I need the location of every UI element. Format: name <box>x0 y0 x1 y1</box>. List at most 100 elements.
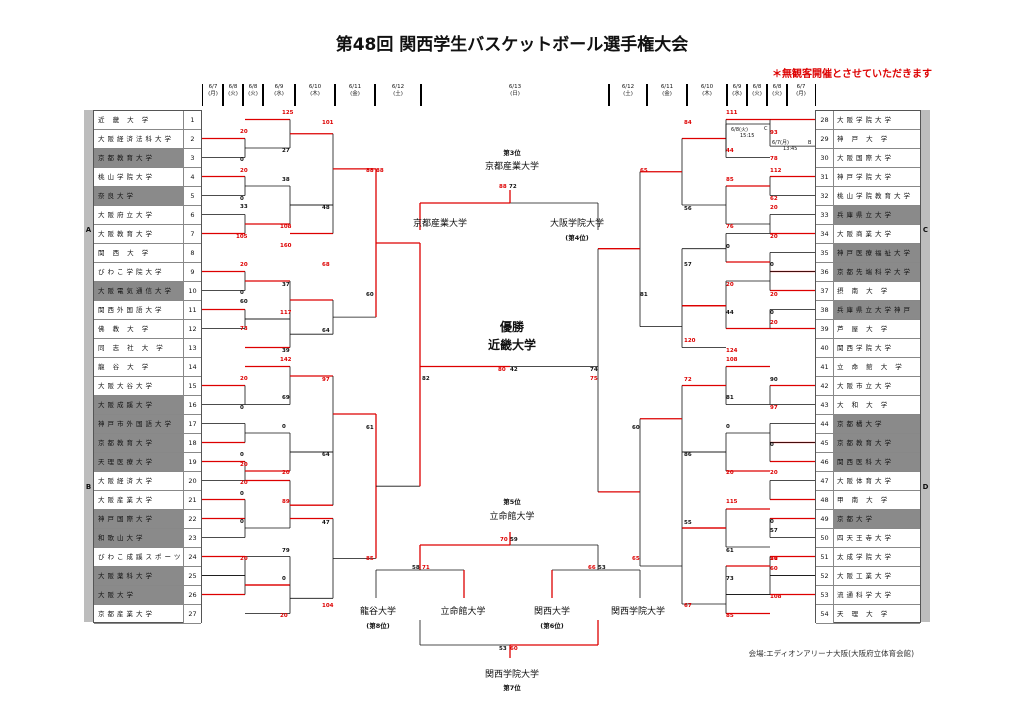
team-name: 大阪市立大学 <box>837 382 894 390</box>
team-name: 京都教育大学 <box>837 439 894 447</box>
date-text: 6/8 <box>752 84 762 90</box>
weekday-text: (月) <box>796 91 806 97</box>
team-number: 1 <box>183 111 201 129</box>
date-text: 6/8 <box>228 84 238 90</box>
score-label: 62 <box>770 196 778 202</box>
team-name: 和歌山大学 <box>98 534 146 542</box>
eighth-place-label: (第8位) <box>366 622 390 630</box>
score-label: 60 <box>240 299 248 305</box>
team-name: 芦 屋 大 学 <box>837 325 891 333</box>
score-label: 72 <box>509 184 517 190</box>
score-label: 125 <box>282 110 294 116</box>
team-name: 京都大学 <box>837 515 875 523</box>
semi-left-team: 京都産業大学 <box>412 219 467 229</box>
schedule-note: 13:45 <box>783 146 798 152</box>
team-name: 天 理 大 学 <box>837 610 891 618</box>
schedule-note: 6/8(火) <box>731 127 748 133</box>
team-number: 35 <box>816 244 834 262</box>
score-label: 82 <box>422 376 430 382</box>
team-number: 43 <box>816 396 834 414</box>
score-label: 59 <box>510 537 518 543</box>
score-label: 112 <box>770 168 782 174</box>
weekday-text: (火) <box>228 91 238 97</box>
team-number: 28 <box>816 111 834 129</box>
score-label: 73 <box>726 576 734 582</box>
weekday-text: (火) <box>248 91 258 97</box>
score-label: 72 <box>684 377 692 383</box>
team-number: 42 <box>816 377 834 395</box>
score-label: 20 <box>726 470 734 476</box>
team-name: 大阪工業大学 <box>837 572 894 580</box>
score-label: 115 <box>726 499 738 505</box>
score-label: 108 <box>280 224 292 230</box>
team-name: 神戸市外国語大学 <box>98 420 174 428</box>
team-name: 大阪大谷大学 <box>98 382 155 390</box>
team-number: 8 <box>183 244 201 262</box>
score-label: 97 <box>770 405 778 411</box>
team-name: 甲 南 大 学 <box>837 496 891 504</box>
team-number: 44 <box>816 415 834 433</box>
score-label: 0 <box>240 405 244 411</box>
team-number: 22 <box>183 510 201 528</box>
team-name: 桃山学院大学 <box>98 173 155 181</box>
score-label: 0 <box>240 157 244 163</box>
score-label: 74 <box>590 367 598 373</box>
score-label: 73 <box>240 326 248 332</box>
team-row: びわこ成蹊スポーツ大学24 <box>94 548 201 567</box>
team-number: 47 <box>816 472 834 490</box>
team-name: 大阪国際大学 <box>837 154 894 162</box>
weekday-text: (火) <box>772 91 782 97</box>
team-name: 佛 教 大 学 <box>98 325 152 333</box>
score-label: 88 <box>366 168 374 174</box>
score-label: 108 <box>770 594 782 600</box>
score-label: 38 <box>282 177 290 183</box>
date-column: 6/9(水) <box>262 84 296 106</box>
team-number: 21 <box>183 491 201 509</box>
team-number: 15 <box>183 377 201 395</box>
score-label: 20 <box>770 292 778 298</box>
team-number: 54 <box>816 605 834 623</box>
score-label: 124 <box>726 348 738 354</box>
team-number: 50 <box>816 529 834 547</box>
team-name: 神戸学院大学 <box>837 173 894 181</box>
team-number: 9 <box>183 263 201 281</box>
team-number: 34 <box>816 225 834 243</box>
score-label: 20 <box>770 470 778 476</box>
score-label: 101 <box>322 120 334 126</box>
score-label: 108 <box>726 357 738 363</box>
team-name: 流通科学大学 <box>837 591 894 599</box>
team-name: 関西医科大学 <box>837 458 894 466</box>
team-number: 38 <box>816 301 834 319</box>
team-name: 摂 南 大 学 <box>837 287 891 295</box>
place-right-team: 関西学院大学 <box>610 607 665 617</box>
score-label: 56 <box>684 206 692 212</box>
score-label: 0 <box>770 442 774 448</box>
score-label: 20 <box>770 234 778 240</box>
score-label: 65 <box>632 556 640 562</box>
team-name: 同 志 社 大 学 <box>98 344 166 352</box>
score-label: 88 <box>376 168 384 174</box>
team-number: 16 <box>183 396 201 414</box>
score-label: 0 <box>240 196 244 202</box>
team-number: 7 <box>183 225 201 243</box>
score-label: 81 <box>640 292 648 298</box>
score-label: 93 <box>770 130 778 136</box>
score-label: 20 <box>240 129 248 135</box>
team-number: 20 <box>183 472 201 490</box>
team-number: 3 <box>183 149 201 167</box>
team-number: 2 <box>183 130 201 148</box>
date-text: 6/8 <box>248 84 258 90</box>
